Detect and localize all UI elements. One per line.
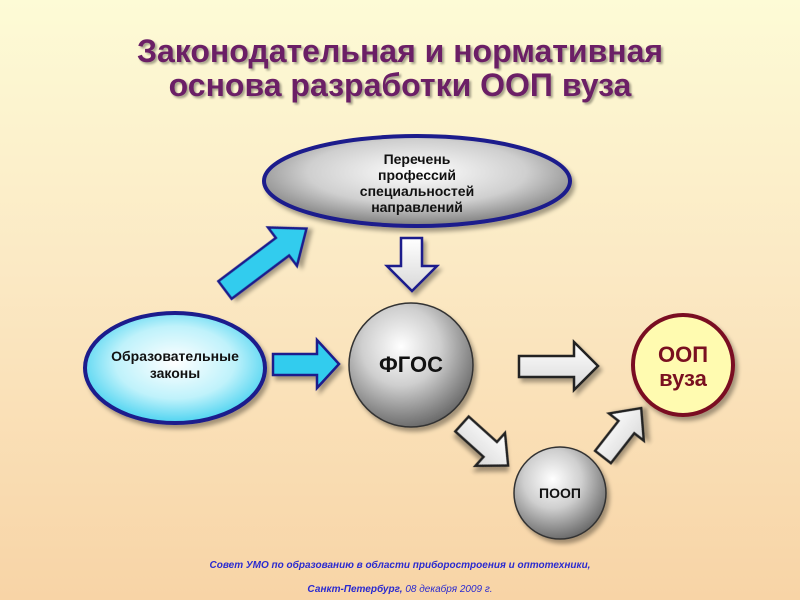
obrazovatelnye-line-2: законы — [149, 365, 201, 381]
oop-circle — [631, 313, 735, 417]
obrazovatelnye-label: Образовательные законы — [85, 340, 265, 390]
poop-label: ПООП — [539, 485, 581, 501]
fgos-label: ФГОС — [379, 352, 443, 377]
arrow-laws-to-perechen — [216, 226, 309, 301]
fgos-circle — [348, 302, 474, 428]
footer-date: 08 декабря 2009 г. — [402, 584, 493, 595]
obrazovatelnye-ellipse — [83, 311, 267, 425]
title-line-1: Законодательная и нормативная — [136, 33, 664, 69]
arrow-fgos-to-poop — [453, 414, 510, 468]
perechen-ellipse — [262, 134, 572, 228]
oop-line-1: ООП — [657, 342, 709, 367]
footer-line-2: Санкт-Петербург, 08 декабря 2009 г. — [0, 584, 800, 595]
perechen-line-1: Перечень — [383, 151, 451, 167]
arrow-poop-to-oop — [593, 406, 646, 465]
footer-line-1: Совет УМО по образованию в области прибо… — [209, 560, 591, 571]
title-line-2: основа разработки ООП вуза — [168, 67, 632, 103]
arrow-laws-to-fgos — [271, 336, 341, 392]
oop-line-2: вуза — [659, 366, 707, 391]
perechen-line-3: специальностей — [359, 183, 475, 199]
poop-circle — [513, 446, 607, 540]
footer-city: Санкт-Петербург, — [307, 584, 403, 595]
obrazovatelnye-line-1: Образовательные — [111, 348, 239, 364]
perechen-label: Перечень профессий специальностей направ… — [317, 148, 517, 218]
perechen-line-2: профессий — [377, 167, 456, 183]
arrow-perechen-to-fgos — [383, 236, 441, 293]
perechen-line-4: направлений — [371, 199, 463, 215]
oop-label: ООП вуза — [633, 342, 733, 392]
arrow-fgos-to-oop — [517, 338, 600, 394]
page-title: Законодательная и нормативная основа раз… — [0, 34, 800, 102]
